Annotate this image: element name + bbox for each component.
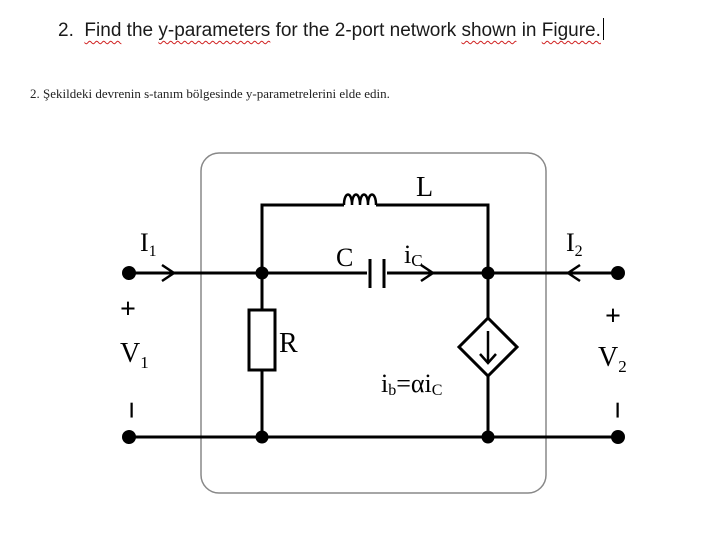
i2-arrow-icon — [565, 263, 581, 283]
port2-terminal-bottom — [611, 430, 625, 444]
label-v2: V2 — [598, 342, 627, 376]
question-number: 2. — [58, 20, 74, 41]
v1-minus: − — [114, 401, 150, 419]
label-c: C — [336, 243, 353, 272]
question-word: in — [521, 20, 537, 41]
question-word: the — [303, 20, 330, 41]
label-v1: V1 — [120, 338, 149, 372]
question-word: 2-port — [334, 20, 385, 41]
network-box — [200, 152, 547, 494]
port1-terminal-top — [122, 266, 136, 280]
question-word: network — [389, 20, 457, 41]
label-i1: I1 — [140, 228, 157, 260]
question-word: Find — [84, 20, 122, 41]
question-word: the — [126, 20, 154, 41]
resistor-symbol — [247, 308, 277, 372]
port1-terminal-bottom — [122, 430, 136, 444]
wire-inductor-right — [376, 203, 490, 273]
label-l: L — [416, 172, 433, 203]
ic-arrow-icon — [420, 263, 436, 283]
i1-arrow-icon — [161, 263, 177, 283]
label-ib: ib=αiC — [381, 369, 442, 399]
inductor-symbol — [342, 193, 378, 206]
label-ic: iC — [404, 240, 423, 270]
source-arrow-head — [479, 353, 497, 365]
question-heading: 2. Find the y-parameters for the 2-port … — [58, 18, 604, 42]
text-cursor — [602, 18, 604, 40]
question-text: Find the y-parameters for the 2-port net… — [84, 20, 600, 41]
v1-plus: + — [120, 294, 136, 325]
question-word: for — [275, 20, 298, 41]
port2-terminal-top — [611, 266, 625, 280]
node-dot — [481, 430, 495, 444]
label-r: R — [279, 328, 298, 359]
v2-plus: + — [605, 301, 621, 332]
question-word: Figure. — [541, 20, 601, 41]
question-word: y-parameters — [158, 20, 271, 41]
node-dot — [255, 430, 269, 444]
label-i2: I2 — [566, 228, 583, 260]
question-word: shown — [461, 20, 517, 41]
node-dot — [255, 266, 269, 280]
v2-minus: − — [600, 401, 636, 419]
node-dot — [481, 266, 495, 280]
wire-inductor-left — [260, 203, 344, 273]
turkish-subtitle: 2. Şekildeki devrenin s-tanım bölgesinde… — [30, 86, 390, 101]
